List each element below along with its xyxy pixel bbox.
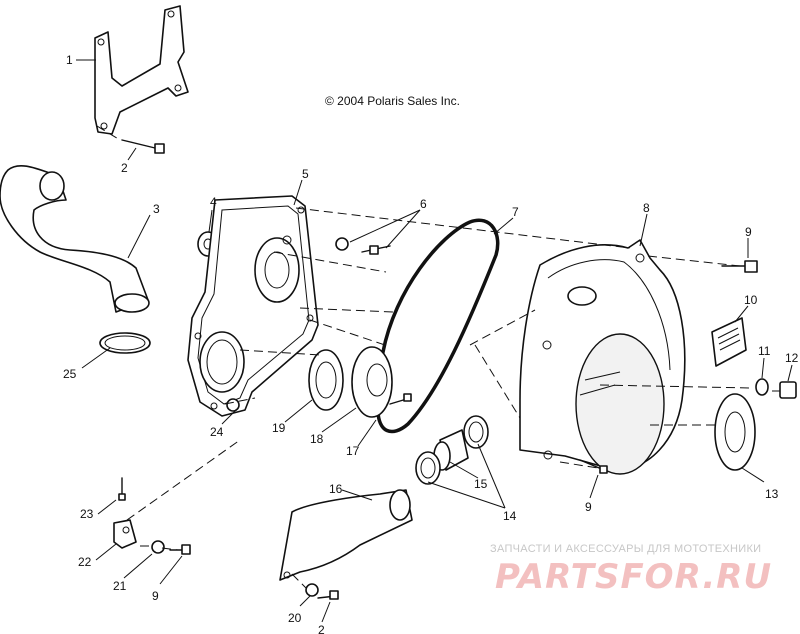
part-8-outer-cover: [519, 239, 686, 475]
callout-19: 19: [272, 421, 286, 435]
part-18-bearing-plate: [351, 346, 393, 418]
part-11-nut: [755, 378, 769, 396]
callout-numbers: 1 2 3 4 5 6 7 8 9 10 11 12 25 24 19 18 1…: [63, 53, 799, 634]
assembly-lines: [96, 125, 780, 589]
part-9-bolt-top: [721, 260, 758, 273]
callout-17: 17: [346, 444, 360, 458]
callout-5: 5: [302, 167, 309, 181]
copyright-text: © 2004 Polaris Sales Inc.: [325, 94, 460, 108]
callout-2: 2: [121, 161, 128, 175]
part-23-screw: [118, 477, 126, 501]
part-17-screw: [389, 393, 412, 405]
watermark: ЗАПЧАСТИ И АКСЕССУАРЫ ДЛЯ МОТОТЕХНИКИ PA…: [490, 543, 772, 597]
callout-23: 23: [80, 507, 94, 521]
leader-lines: [76, 59, 793, 623]
watermark-logo: PARTSFOR.RU: [495, 557, 772, 597]
callout-7: 7: [512, 205, 519, 219]
callout-15: 15: [474, 477, 488, 491]
part-2-bolt-bottom: [317, 590, 339, 600]
part-13-gasket: [714, 393, 756, 471]
callout-10: 10: [744, 293, 758, 307]
part-1-bracket: [94, 5, 189, 135]
callout-24: 24: [210, 425, 224, 439]
part-20-washer: [305, 583, 319, 597]
callout-8: 8: [643, 201, 650, 215]
callout-1: 1: [66, 53, 73, 67]
part-22-bracket: [113, 519, 137, 549]
part-6-washer-bolt: [335, 237, 391, 255]
callout-9-cover: 9: [585, 500, 592, 514]
part-19-seal: [308, 349, 344, 411]
part-25-clamp: [99, 332, 151, 354]
callout-9-bottom: 9: [152, 589, 159, 603]
part-10-decal: [711, 317, 747, 367]
callout-25: 25: [63, 367, 77, 381]
callout-12: 12: [785, 351, 799, 365]
part-16-deflector: [279, 489, 413, 581]
callout-9-top: 9: [745, 225, 752, 239]
part-24-washer: [226, 398, 240, 412]
part-2-bolt-top: [121, 139, 165, 154]
callout-21: 21: [113, 579, 127, 593]
callout-3: 3: [153, 202, 160, 216]
watermark-tagline: ЗАПЧАСТИ И АКСЕССУАРЫ ДЛЯ МОТОТЕХНИКИ: [490, 543, 761, 555]
callout-11: 11: [758, 344, 771, 358]
callout-14: 14: [503, 509, 517, 523]
part-21-washer: [151, 540, 165, 554]
callout-13: 13: [765, 487, 779, 501]
callout-20: 20: [288, 611, 302, 625]
part-12-plug: [779, 381, 797, 399]
callout-2-bottom: 2: [318, 623, 325, 634]
callout-18: 18: [310, 432, 324, 446]
part-5-inner-cover: [187, 195, 319, 417]
part-9-bolt-bottom: [169, 544, 191, 555]
callout-16: 16: [329, 482, 343, 496]
part-9-bolt-cover: [579, 459, 608, 474]
callout-4: 4: [210, 195, 217, 209]
callout-6: 6: [420, 197, 427, 211]
part-7-drive-belt: [376, 218, 500, 434]
part-3-duct-tube: [0, 165, 150, 313]
callout-22: 22: [78, 555, 92, 569]
part-14-15-bushings: [415, 415, 489, 485]
